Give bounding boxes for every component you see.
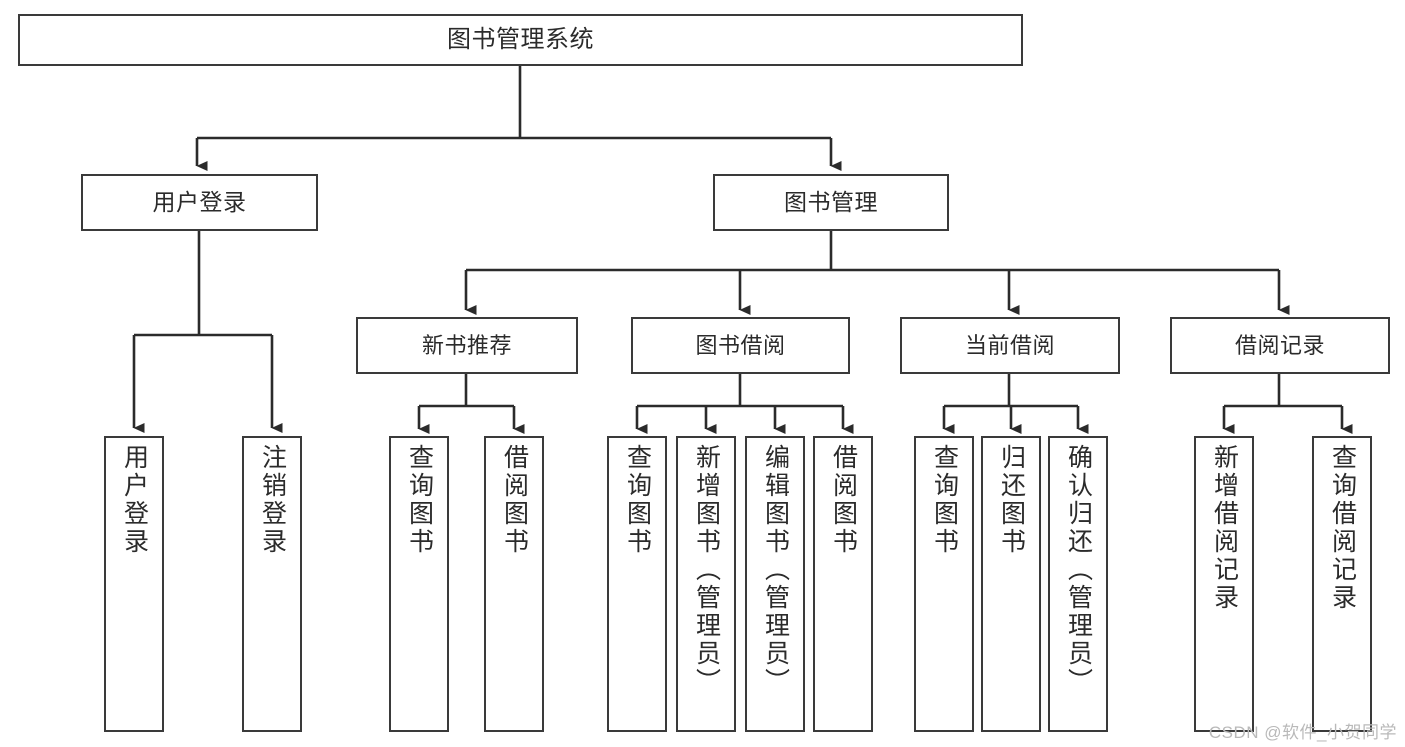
node-book-management[interactable]: 图书管理	[713, 174, 949, 231]
node-leaf-new-book-borrow[interactable]: 借阅图书	[484, 436, 544, 732]
node-root-book-management-system[interactable]: 图书管理系统	[18, 14, 1023, 66]
node-leaf-borrow-records-add-label: 新增借阅记录	[1210, 444, 1239, 612]
node-leaf-user-login-login[interactable]: 用户登录	[104, 436, 164, 732]
node-leaf-book-borrow-query-label: 查询图书	[623, 444, 652, 556]
node-leaf-book-borrow-borrow[interactable]: 借阅图书	[813, 436, 873, 732]
node-root-label: 图书管理系统	[447, 25, 594, 53]
node-leaf-new-book-query[interactable]: 查询图书	[389, 436, 449, 732]
node-borrow-records[interactable]: 借阅记录	[1170, 317, 1390, 374]
watermark: CSDN @软件_小贺同学	[1208, 723, 1397, 742]
node-leaf-book-borrow-query[interactable]: 查询图书	[607, 436, 667, 732]
node-leaf-current-borrow-query[interactable]: 查询图书	[914, 436, 974, 732]
node-leaf-borrow-records-add[interactable]: 新增借阅记录	[1194, 436, 1254, 732]
node-borrow-records-label: 借阅记录	[1234, 332, 1325, 358]
node-leaf-borrow-records-query[interactable]: 查询借阅记录	[1312, 436, 1372, 732]
node-book-borrow-label: 图书借阅	[695, 332, 786, 358]
node-user-login[interactable]: 用户登录	[81, 174, 318, 231]
node-leaf-borrow-records-query-label: 查询借阅记录	[1328, 444, 1357, 612]
node-book-management-label: 图书管理	[784, 188, 878, 215]
node-new-book-recommend[interactable]: 新书推荐	[356, 317, 578, 374]
node-leaf-book-borrow-edit[interactable]: 编辑图书（管理员）	[745, 436, 805, 732]
node-leaf-user-login-logout[interactable]: 注销登录	[242, 436, 302, 732]
node-leaf-current-borrow-query-label: 查询图书	[930, 444, 959, 556]
node-leaf-book-borrow-borrow-label: 借阅图书	[829, 444, 858, 556]
node-leaf-new-book-borrow-label: 借阅图书	[500, 444, 529, 556]
node-book-borrow[interactable]: 图书借阅	[631, 317, 850, 374]
node-current-borrow-label: 当前借阅	[964, 332, 1055, 358]
node-leaf-book-borrow-add-label: 新增图书（管理员）	[692, 444, 721, 696]
node-leaf-user-login-login-label: 用户登录	[120, 444, 149, 556]
node-leaf-current-borrow-confirm-return-label: 确认归还（管理员）	[1064, 444, 1093, 696]
node-leaf-user-login-logout-label: 注销登录	[258, 444, 287, 556]
node-leaf-book-borrow-add[interactable]: 新增图书（管理员）	[676, 436, 736, 732]
node-current-borrow[interactable]: 当前借阅	[900, 317, 1120, 374]
node-leaf-new-book-query-label: 查询图书	[405, 444, 434, 556]
node-leaf-current-borrow-return-label: 归还图书	[997, 444, 1026, 556]
node-user-login-label: 用户登录	[152, 188, 247, 215]
node-leaf-book-borrow-edit-label: 编辑图书（管理员）	[761, 444, 790, 696]
node-leaf-current-borrow-confirm-return[interactable]: 确认归还（管理员）	[1048, 436, 1108, 732]
node-new-book-recommend-label: 新书推荐	[421, 332, 512, 358]
node-leaf-current-borrow-return[interactable]: 归还图书	[981, 436, 1041, 732]
